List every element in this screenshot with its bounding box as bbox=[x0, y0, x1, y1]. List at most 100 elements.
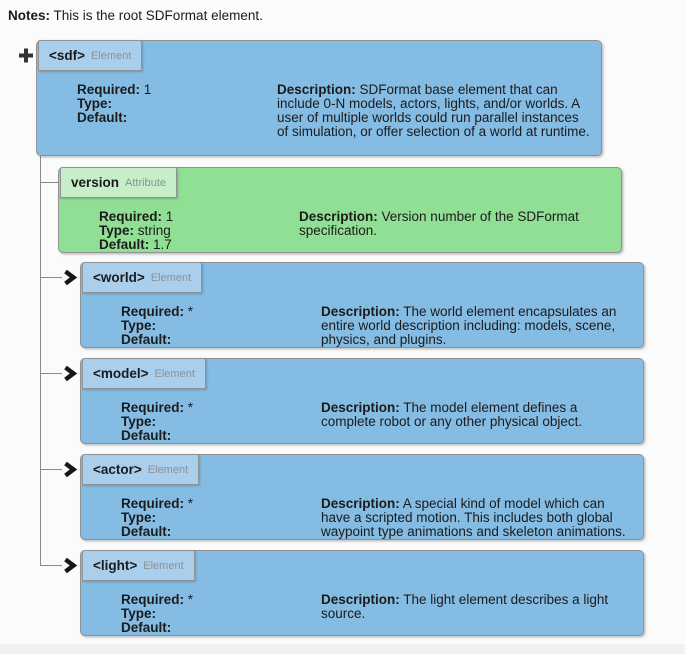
description-text: The model element defines a complete rob… bbox=[321, 400, 583, 429]
chevron-right-icon[interactable] bbox=[62, 365, 78, 382]
required-label: Required: bbox=[77, 82, 141, 97]
node-sdf-content: Required: 1 Type: Default: Description: … bbox=[37, 41, 601, 139]
node-description: Description: SDFormat base element that … bbox=[277, 83, 593, 139]
type-label: Type: bbox=[121, 318, 157, 333]
connector-branch-light bbox=[40, 565, 62, 566]
required-row: Required: 1 bbox=[77, 83, 277, 97]
node-props: Required: 1 Type: string Default: 1.7 bbox=[99, 210, 299, 252]
description-label: Description: bbox=[299, 209, 378, 224]
page-bottom-strip bbox=[0, 644, 685, 654]
node-model-tab[interactable]: <model> Element bbox=[82, 358, 206, 389]
node-light-tab[interactable]: <light> Element bbox=[82, 550, 195, 581]
node-description: Description: The model element defines a… bbox=[321, 401, 635, 443]
node-tag: version bbox=[71, 175, 120, 190]
node-props: Required: 1 Type: Default: bbox=[77, 83, 277, 139]
node-props: Required: * Type: Default: bbox=[121, 497, 321, 539]
type-label: Type: bbox=[99, 223, 135, 238]
default-row: Default: bbox=[121, 429, 321, 443]
description-text: A special kind of model which can have a… bbox=[321, 496, 626, 539]
description-text: The light element describes a light sour… bbox=[321, 592, 609, 621]
node-world: <world> Element Required: * Type: Defaul… bbox=[80, 262, 644, 348]
node-actor-tab[interactable]: <actor> Element bbox=[82, 454, 200, 485]
node-tag: <model> bbox=[93, 366, 149, 381]
type-row: Type: string bbox=[99, 224, 299, 238]
description-label: Description: bbox=[321, 592, 400, 607]
notes-text: This is the root SDFormat element. bbox=[50, 8, 263, 23]
node-props: Required: * Type: Default: bbox=[121, 305, 321, 347]
description-label: Description: bbox=[321, 496, 400, 511]
chevron-right-icon[interactable] bbox=[62, 269, 78, 286]
description-text: SDFormat base element that can include 0… bbox=[277, 82, 590, 139]
required-value: 1 bbox=[165, 209, 174, 224]
connector-branch-version bbox=[40, 182, 59, 183]
type-label: Type: bbox=[77, 96, 113, 111]
default-row: Default: 1.7 bbox=[99, 238, 299, 252]
node-world-content: Required: * Type: Default: Description: … bbox=[81, 263, 643, 347]
notes-label: Notes: bbox=[8, 8, 51, 23]
type-row: Type: bbox=[77, 97, 277, 111]
type-label: Type: bbox=[121, 414, 157, 429]
connector-branch-world bbox=[40, 277, 62, 278]
connector-trunk-line bbox=[40, 156, 41, 565]
type-row: Type: bbox=[121, 415, 321, 429]
description-text: Version number of the SDFormat specifica… bbox=[299, 209, 579, 238]
default-row: Default: bbox=[77, 111, 277, 125]
default-value: 1.7 bbox=[153, 237, 172, 252]
node-description: Description: The world element encapsula… bbox=[321, 305, 635, 347]
node-tag: <actor> bbox=[93, 462, 142, 477]
required-label: Required: bbox=[99, 209, 163, 224]
type-row: Type: bbox=[121, 319, 321, 333]
chevron-right-icon[interactable] bbox=[62, 557, 78, 574]
notes-line: Notes: This is the root SDFormat element… bbox=[8, 8, 263, 23]
required-label: Required: bbox=[121, 592, 185, 607]
default-row: Default: bbox=[121, 333, 321, 347]
node-version-tab[interactable]: version Attribute bbox=[60, 167, 177, 198]
connector-branch-actor bbox=[40, 469, 62, 470]
required-row: Required: 1 bbox=[99, 210, 299, 224]
default-label: Default: bbox=[77, 110, 128, 125]
required-label: Required: bbox=[121, 304, 185, 319]
default-row: Default: bbox=[121, 621, 321, 635]
node-actor-content: Required: * Type: Default: Description: … bbox=[81, 455, 643, 539]
node-light-content: Required: * Type: Default: Description: … bbox=[81, 551, 643, 635]
node-tag: <sdf> bbox=[49, 48, 86, 63]
node-light: <light> Element Required: * Type: Defaul… bbox=[80, 550, 644, 636]
node-description: Description: The light element describes… bbox=[321, 593, 635, 635]
required-value: * bbox=[187, 400, 194, 415]
required-row: Required: * bbox=[121, 593, 321, 607]
type-row: Type: bbox=[121, 607, 321, 621]
expand-plus-icon[interactable] bbox=[18, 47, 34, 64]
node-kind: Element bbox=[150, 271, 192, 284]
default-label: Default: bbox=[99, 237, 150, 252]
node-props: Required: * Type: Default: bbox=[121, 593, 321, 635]
node-kind: Element bbox=[147, 463, 189, 476]
description-text: The world element encapsulates an entire… bbox=[321, 304, 617, 347]
node-model: <model> Element Required: * Type: Defaul… bbox=[80, 358, 644, 444]
description-label: Description: bbox=[277, 82, 356, 97]
node-model-content: Required: * Type: Default: Description: … bbox=[81, 359, 643, 443]
required-row: Required: * bbox=[121, 401, 321, 415]
chevron-right-icon[interactable] bbox=[62, 461, 78, 478]
node-sdf-tab[interactable]: <sdf> Element bbox=[38, 40, 143, 71]
type-value: string bbox=[137, 223, 171, 238]
default-label: Default: bbox=[121, 428, 172, 443]
node-description: Description: A special kind of model whi… bbox=[321, 497, 635, 539]
required-value: * bbox=[187, 304, 194, 319]
required-row: Required: * bbox=[121, 305, 321, 319]
node-tag: <light> bbox=[93, 558, 138, 573]
type-label: Type: bbox=[121, 606, 157, 621]
node-description: Description: Version number of the SDFor… bbox=[299, 210, 613, 252]
type-label: Type: bbox=[121, 510, 157, 525]
required-label: Required: bbox=[121, 400, 185, 415]
node-kind: Attribute bbox=[125, 176, 166, 189]
node-world-tab[interactable]: <world> Element bbox=[82, 262, 203, 293]
node-version-content: Required: 1 Type: string Default: 1.7 De… bbox=[59, 168, 621, 252]
node-kind: Element bbox=[154, 367, 195, 380]
node-version: version Attribute Required: 1 Type: stri… bbox=[58, 167, 622, 253]
node-sdf: <sdf> Element Required: 1 Type: Default:… bbox=[36, 40, 602, 156]
required-row: Required: * bbox=[121, 497, 321, 511]
type-row: Type: bbox=[121, 511, 321, 525]
node-actor: <actor> Element Required: * Type: Defaul… bbox=[80, 454, 644, 540]
description-label: Description: bbox=[321, 304, 400, 319]
